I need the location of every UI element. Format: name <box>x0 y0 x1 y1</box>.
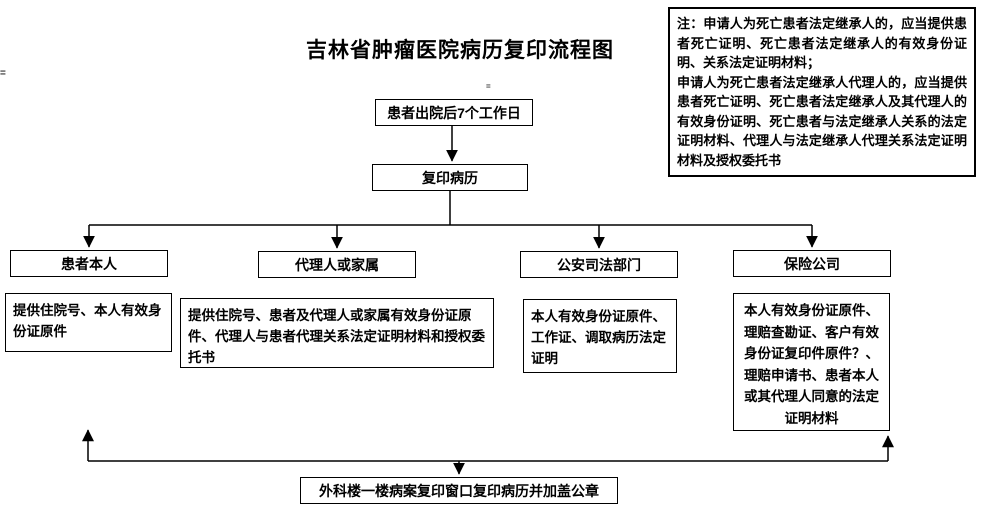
node-patient-self: 患者本人 <box>10 250 168 277</box>
detail-patient-self: 提供住院号、本人有效身份证原件 <box>5 293 172 352</box>
node-insurance-company: 保险公司 <box>733 250 891 277</box>
node-public-security-judicial: 公安司法部门 <box>520 251 678 278</box>
scan-artifact: = <box>0 68 6 79</box>
detail-public-security-judicial: 本人有效身份证原件、工作证、调取病历法定证明 <box>523 299 677 373</box>
page-title: 吉林省肿瘤医院病历复印流程图 <box>306 39 614 62</box>
node-agent-or-family: 代理人或家属 <box>258 251 416 278</box>
detail-insurance-company: 本人有效身份证原件、理赔查勘证、客户有效身份证复印件原件？、理赔申请书、患者本人… <box>733 293 890 431</box>
node-start-discharge: 患者出院后7个工作日 <box>375 99 533 126</box>
scan-artifact: = <box>486 82 491 91</box>
note-box: 注：申请人为死亡患者法定继承人的，应当提供患者死亡证明、死亡患者法定继承人的有效… <box>668 7 976 177</box>
node-copy-window-seal: 外科楼一楼病案复印窗口复印病历并加盖公章 <box>300 477 618 504</box>
detail-agent-or-family: 提供住院号、患者及代理人或家属有效身份证原件、代理人与患者代理关系法定证明材料和… <box>180 298 494 368</box>
node-copy-records: 复印病历 <box>372 164 528 191</box>
